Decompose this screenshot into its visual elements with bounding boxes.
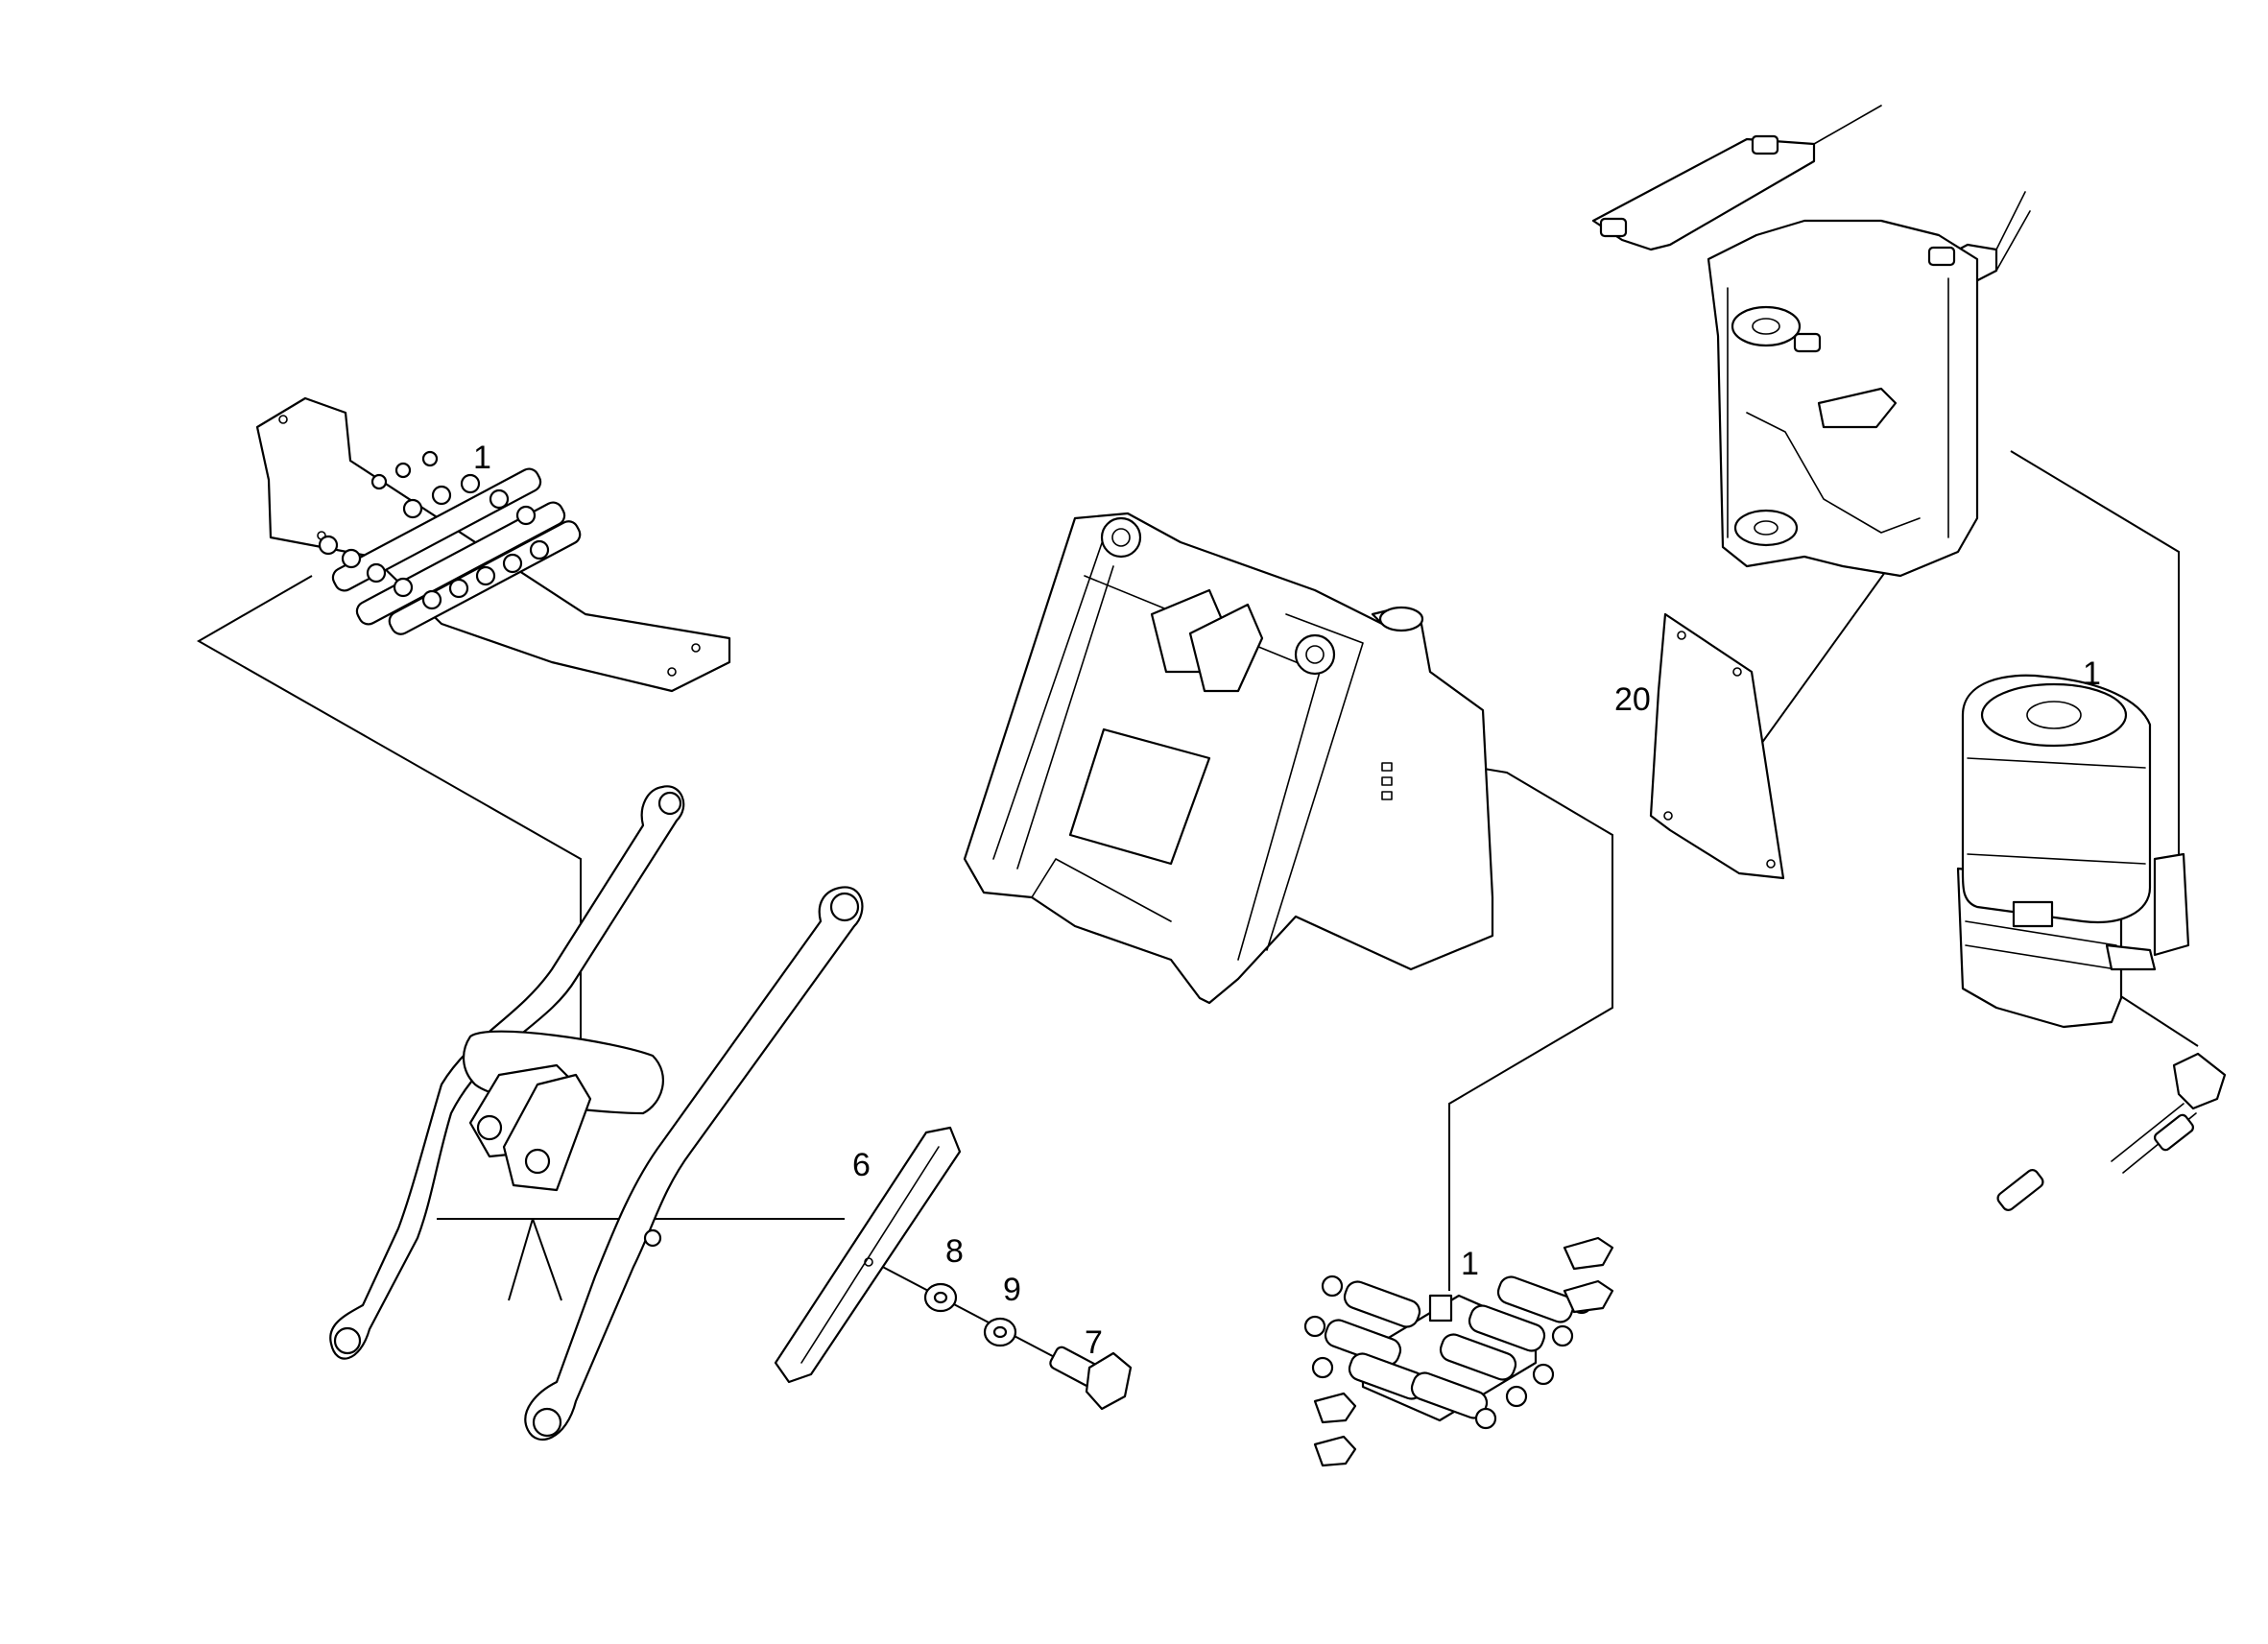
pump-outlet-fitting: [2105, 943, 2157, 971]
arm-right-top-pin: [829, 892, 860, 922]
arm-left-top-pin: [657, 791, 682, 816]
pump-side-bracket: [2153, 852, 2190, 957]
leader-bolt-axis: [872, 1261, 1066, 1364]
lift-arm-left: [329, 785, 685, 1360]
distributor-block-assembly: 1: [1303, 1236, 1614, 1467]
chassis-pad-2: [1751, 134, 1779, 155]
hose-end-fitting: [1996, 1169, 2044, 1211]
grease-hose: [1996, 1052, 2227, 1211]
mounting-plate: [255, 396, 731, 693]
frame-top-port: [1378, 606, 1424, 632]
chassis-pad-4: [1927, 246, 1956, 267]
leader-arm-split-a: [532, 1218, 562, 1301]
callout-1-manifold: 1: [473, 440, 491, 476]
frame-pivot-left: [1100, 516, 1142, 559]
manifold-plate-assembly: 1: [255, 396, 731, 693]
distributor-valves: [318, 450, 582, 635]
block-valves: [1324, 1275, 1575, 1419]
reservoir-lid: [1980, 682, 2128, 748]
arm-right-bottom-pin: [532, 1407, 562, 1438]
lift-arm-right: [524, 886, 864, 1441]
leader-frame-to-block: [1448, 767, 1613, 1291]
hose-elbow: [2172, 1052, 2227, 1110]
chassis-frame: [1591, 105, 2031, 578]
frame-body: [963, 512, 1494, 1005]
cover-plate: [1649, 612, 1785, 880]
callout-6: 6: [852, 1147, 871, 1183]
cover-plate-20: 20: [1614, 612, 1785, 880]
callout-7: 7: [1085, 1324, 1103, 1361]
angle-bracket: [774, 1126, 962, 1384]
block-elbows: [1313, 1236, 1614, 1467]
lift-arm-assembly: [329, 785, 864, 1441]
callout-8: 8: [945, 1233, 964, 1270]
block-tab: [1428, 1294, 1453, 1322]
chassis-pad-1: [1599, 217, 1628, 238]
bracket-hardware: 6 8 9 7: [774, 1126, 1133, 1411]
leader-pump-to-hose: [2115, 992, 2199, 1047]
loader-frame: [963, 512, 1494, 1005]
callout-20: 20: [1614, 681, 1651, 718]
callout-1-pump: 1: [2083, 655, 2101, 692]
leader-arm-split-b: [508, 1218, 534, 1301]
chassis-ring-top: [1731, 305, 1802, 347]
reservoir-cap: [2026, 701, 2082, 729]
leader-chassis-to-pump: [2010, 450, 2180, 859]
frame-grease-points: [1381, 762, 1393, 800]
lubrication-pump: [1956, 674, 2190, 1029]
bolt-7: [1049, 1346, 1133, 1411]
hose-crimp: [2154, 1113, 2194, 1152]
chassis-ring-bottom: [1733, 509, 1799, 547]
frame-center-window: [1068, 727, 1211, 866]
pump-label-plate: [2012, 900, 2054, 928]
callout-9: 9: [1003, 1272, 1021, 1308]
arm-left-bottom-pin: [333, 1326, 362, 1355]
callout-1-block: 1: [1461, 1246, 1479, 1282]
chassis-pad-3: [1793, 332, 1822, 353]
frame-pivot-right: [1294, 633, 1336, 676]
